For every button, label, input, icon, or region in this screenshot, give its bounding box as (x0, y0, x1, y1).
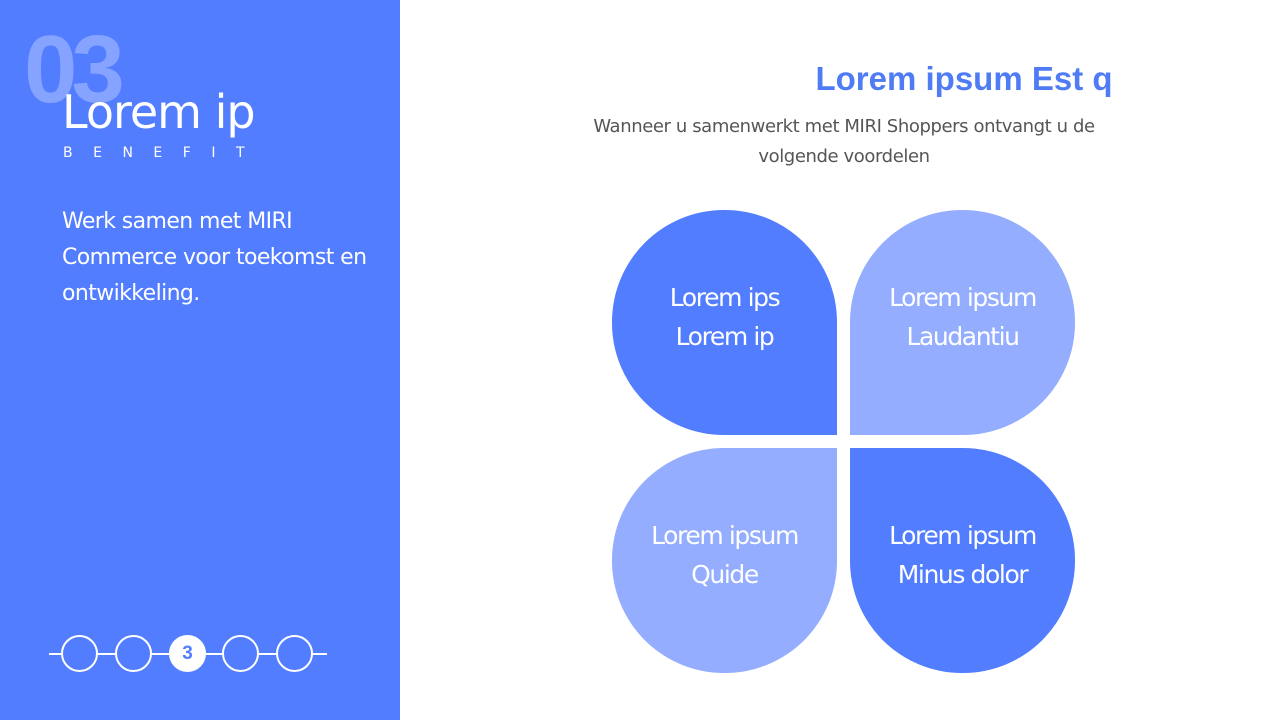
step-5[interactable] (276, 635, 313, 672)
benefit-petal-bottom-right: Lorem ipsum Minus dolor (850, 448, 1075, 673)
sidebar-panel: 03 Lorem ip BENEFIT Werk samen met MIRI … (0, 0, 400, 720)
petal-line-1: Lorem ipsum (889, 282, 1037, 312)
petal-line-2: Lorem ip (675, 321, 775, 351)
benefit-petal-bottom-left: Lorem ipsum Quide (612, 448, 837, 673)
petal-line-2: Minus dolor (897, 559, 1029, 589)
petal-line-1: Lorem ips (669, 282, 781, 312)
step-2[interactable] (115, 635, 152, 672)
petal-line-1: Lorem ipsum (651, 520, 799, 550)
panel-subtitle: BENEFIT (63, 145, 266, 161)
step-4[interactable] (222, 635, 259, 672)
main-title: Lorem ipsum Est q (815, 60, 1113, 97)
petal-line-2: Laudantiu (906, 321, 1020, 351)
petal-line-1: Lorem ipsum (889, 520, 1037, 550)
main-subtitle: Wanneer u samenwerkt met MIRI Shoppers o… (593, 116, 1095, 167)
panel-description: Werk samen met MIRI Commerce voor toekom… (62, 209, 367, 306)
main-header: Lorem ipsum Est q (400, 58, 1280, 100)
benefit-petal-top-left: Lorem ips Lorem ip (612, 210, 837, 435)
petal-line-2: Quide (691, 559, 759, 589)
step-indicator: 3 (49, 635, 327, 673)
step-1[interactable] (61, 635, 98, 672)
step-3-active[interactable]: 3 (169, 635, 206, 672)
section-number: 03 (24, 16, 125, 123)
benefit-petal-top-right: Lorem ipsum Laudantiu (850, 210, 1075, 435)
panel-title: Lorem ip (62, 85, 256, 139)
